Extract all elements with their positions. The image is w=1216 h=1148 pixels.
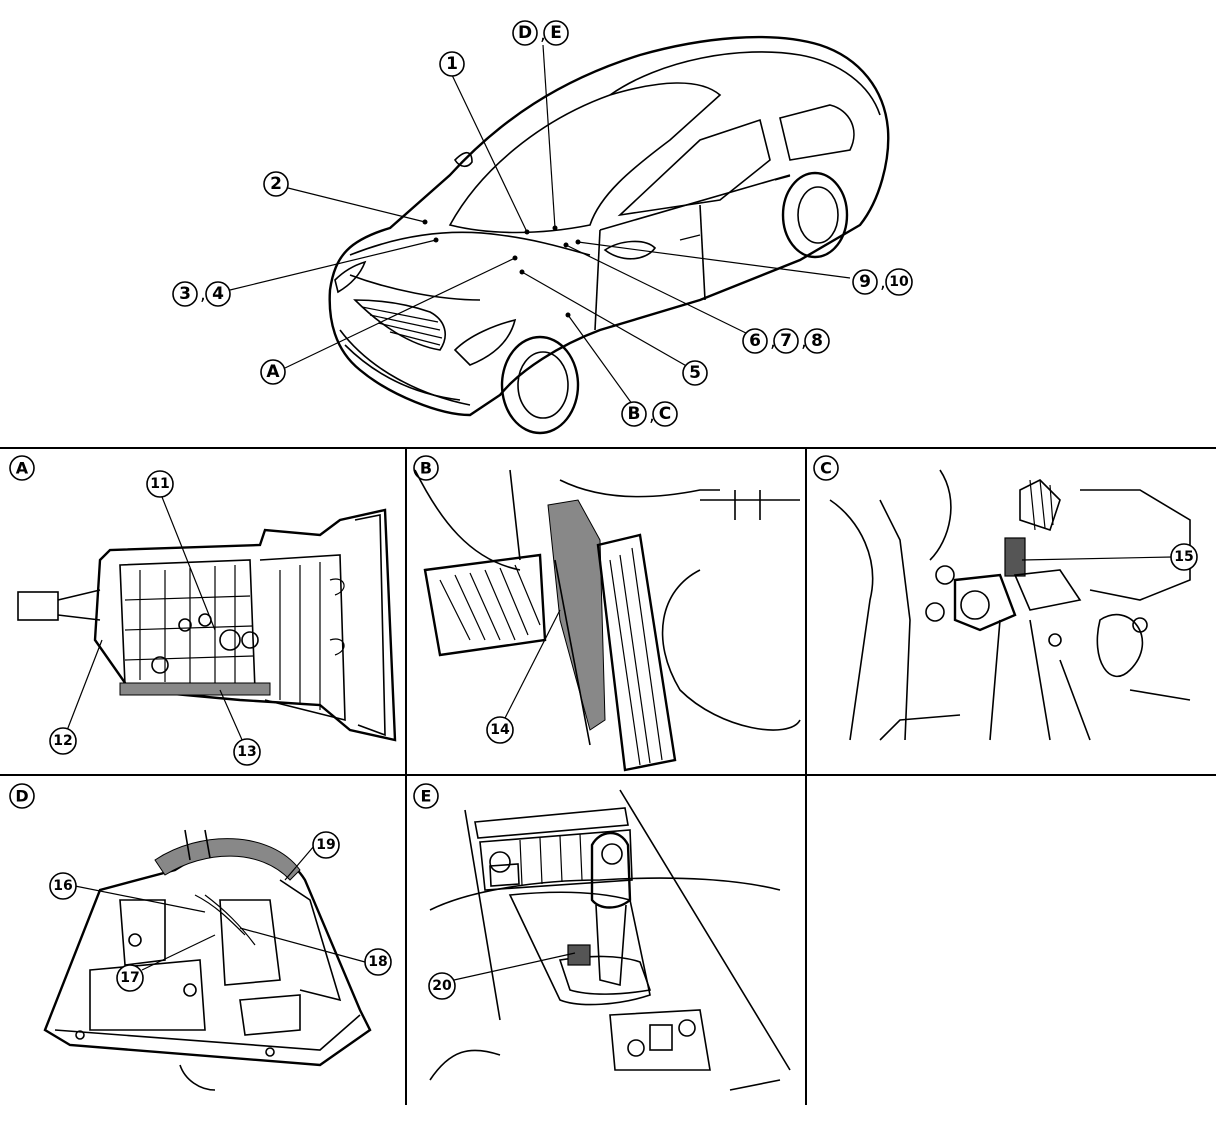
svg-text:,: , [880, 272, 886, 293]
svg-text:8: 8 [811, 331, 823, 351]
svg-text:,: , [200, 284, 206, 305]
callout-3-4: 3 , 4 [172, 281, 231, 307]
svg-text:,: , [540, 24, 546, 45]
callout-6-7-8: 6 , 7 , 8 [742, 328, 830, 354]
svg-text:13: 13 [237, 744, 256, 760]
svg-text:4: 4 [212, 284, 224, 304]
svg-text:A: A [266, 362, 280, 382]
panel-b: B 14 [413, 455, 801, 772]
center-console-illustration [429, 789, 791, 1091]
callout-19: 19 [312, 831, 340, 859]
svg-text:15: 15 [1174, 549, 1193, 565]
callout-1-text: 1 [446, 54, 458, 74]
svg-text:5: 5 [689, 363, 701, 383]
callout-5: 5 [682, 360, 708, 386]
car-overview-illustration [328, 35, 890, 435]
overview-leader-lines [229, 44, 851, 409]
shifter-assembly-illustration [43, 829, 372, 1091]
svg-text:,: , [770, 331, 776, 352]
panel-b-label: B [420, 459, 432, 478]
callout-9-10: 9 , 10 [852, 268, 913, 296]
svg-text:C: C [659, 404, 671, 424]
svg-text:E: E [550, 23, 562, 43]
callout-a: A [260, 359, 286, 385]
callout-20: 20 [428, 972, 456, 1000]
panel-c: C 15 [813, 455, 1198, 741]
panel-d-label: D [15, 787, 28, 806]
svg-text:3: 3 [179, 284, 191, 304]
switch-illustration [829, 469, 1191, 741]
svg-text:D: D [518, 23, 532, 43]
svg-text:12: 12 [53, 733, 72, 749]
svg-text:10: 10 [889, 274, 909, 290]
callout-13: 13 [233, 738, 261, 766]
callout-11: 11 [146, 470, 174, 498]
svg-text:B: B [628, 404, 641, 424]
callout-17: 17 [116, 964, 144, 992]
svg-text:20: 20 [432, 978, 452, 994]
panel-a: A 11 12 [9, 455, 397, 766]
panel-e: E 20 [413, 783, 791, 1091]
svg-text:,: , [649, 405, 655, 426]
svg-text:16: 16 [53, 878, 72, 894]
svg-text:,: , [801, 331, 807, 352]
transmission-illustration [17, 508, 397, 742]
svg-text:19: 19 [316, 837, 335, 853]
panel-a-label: A [16, 459, 29, 478]
svg-text:14: 14 [490, 722, 510, 738]
svg-text:17: 17 [120, 970, 139, 986]
panel-grid [0, 447, 1216, 1105]
panel-e-label: E [421, 787, 432, 806]
callout-14: 14 [486, 716, 514, 744]
callout-b-c: B , C [621, 401, 678, 427]
svg-text:7: 7 [780, 331, 792, 351]
svg-text:9: 9 [859, 272, 871, 292]
svg-text:18: 18 [368, 954, 387, 970]
callout-1: 1 [439, 51, 465, 77]
svg-text:11: 11 [150, 476, 169, 492]
callout-2: 2 [263, 171, 289, 197]
callout-2-text: 2 [270, 174, 282, 194]
callout-d-e: D , E [512, 20, 569, 46]
callout-15: 15 [1170, 543, 1198, 571]
callout-16: 16 [49, 872, 77, 900]
panel-d: D 16 17 [9, 783, 392, 1091]
callout-12: 12 [49, 727, 77, 755]
pedal-illustration [414, 469, 801, 772]
callout-18: 18 [364, 948, 392, 976]
panel-c-label: C [820, 459, 832, 478]
svg-text:6: 6 [749, 331, 761, 351]
